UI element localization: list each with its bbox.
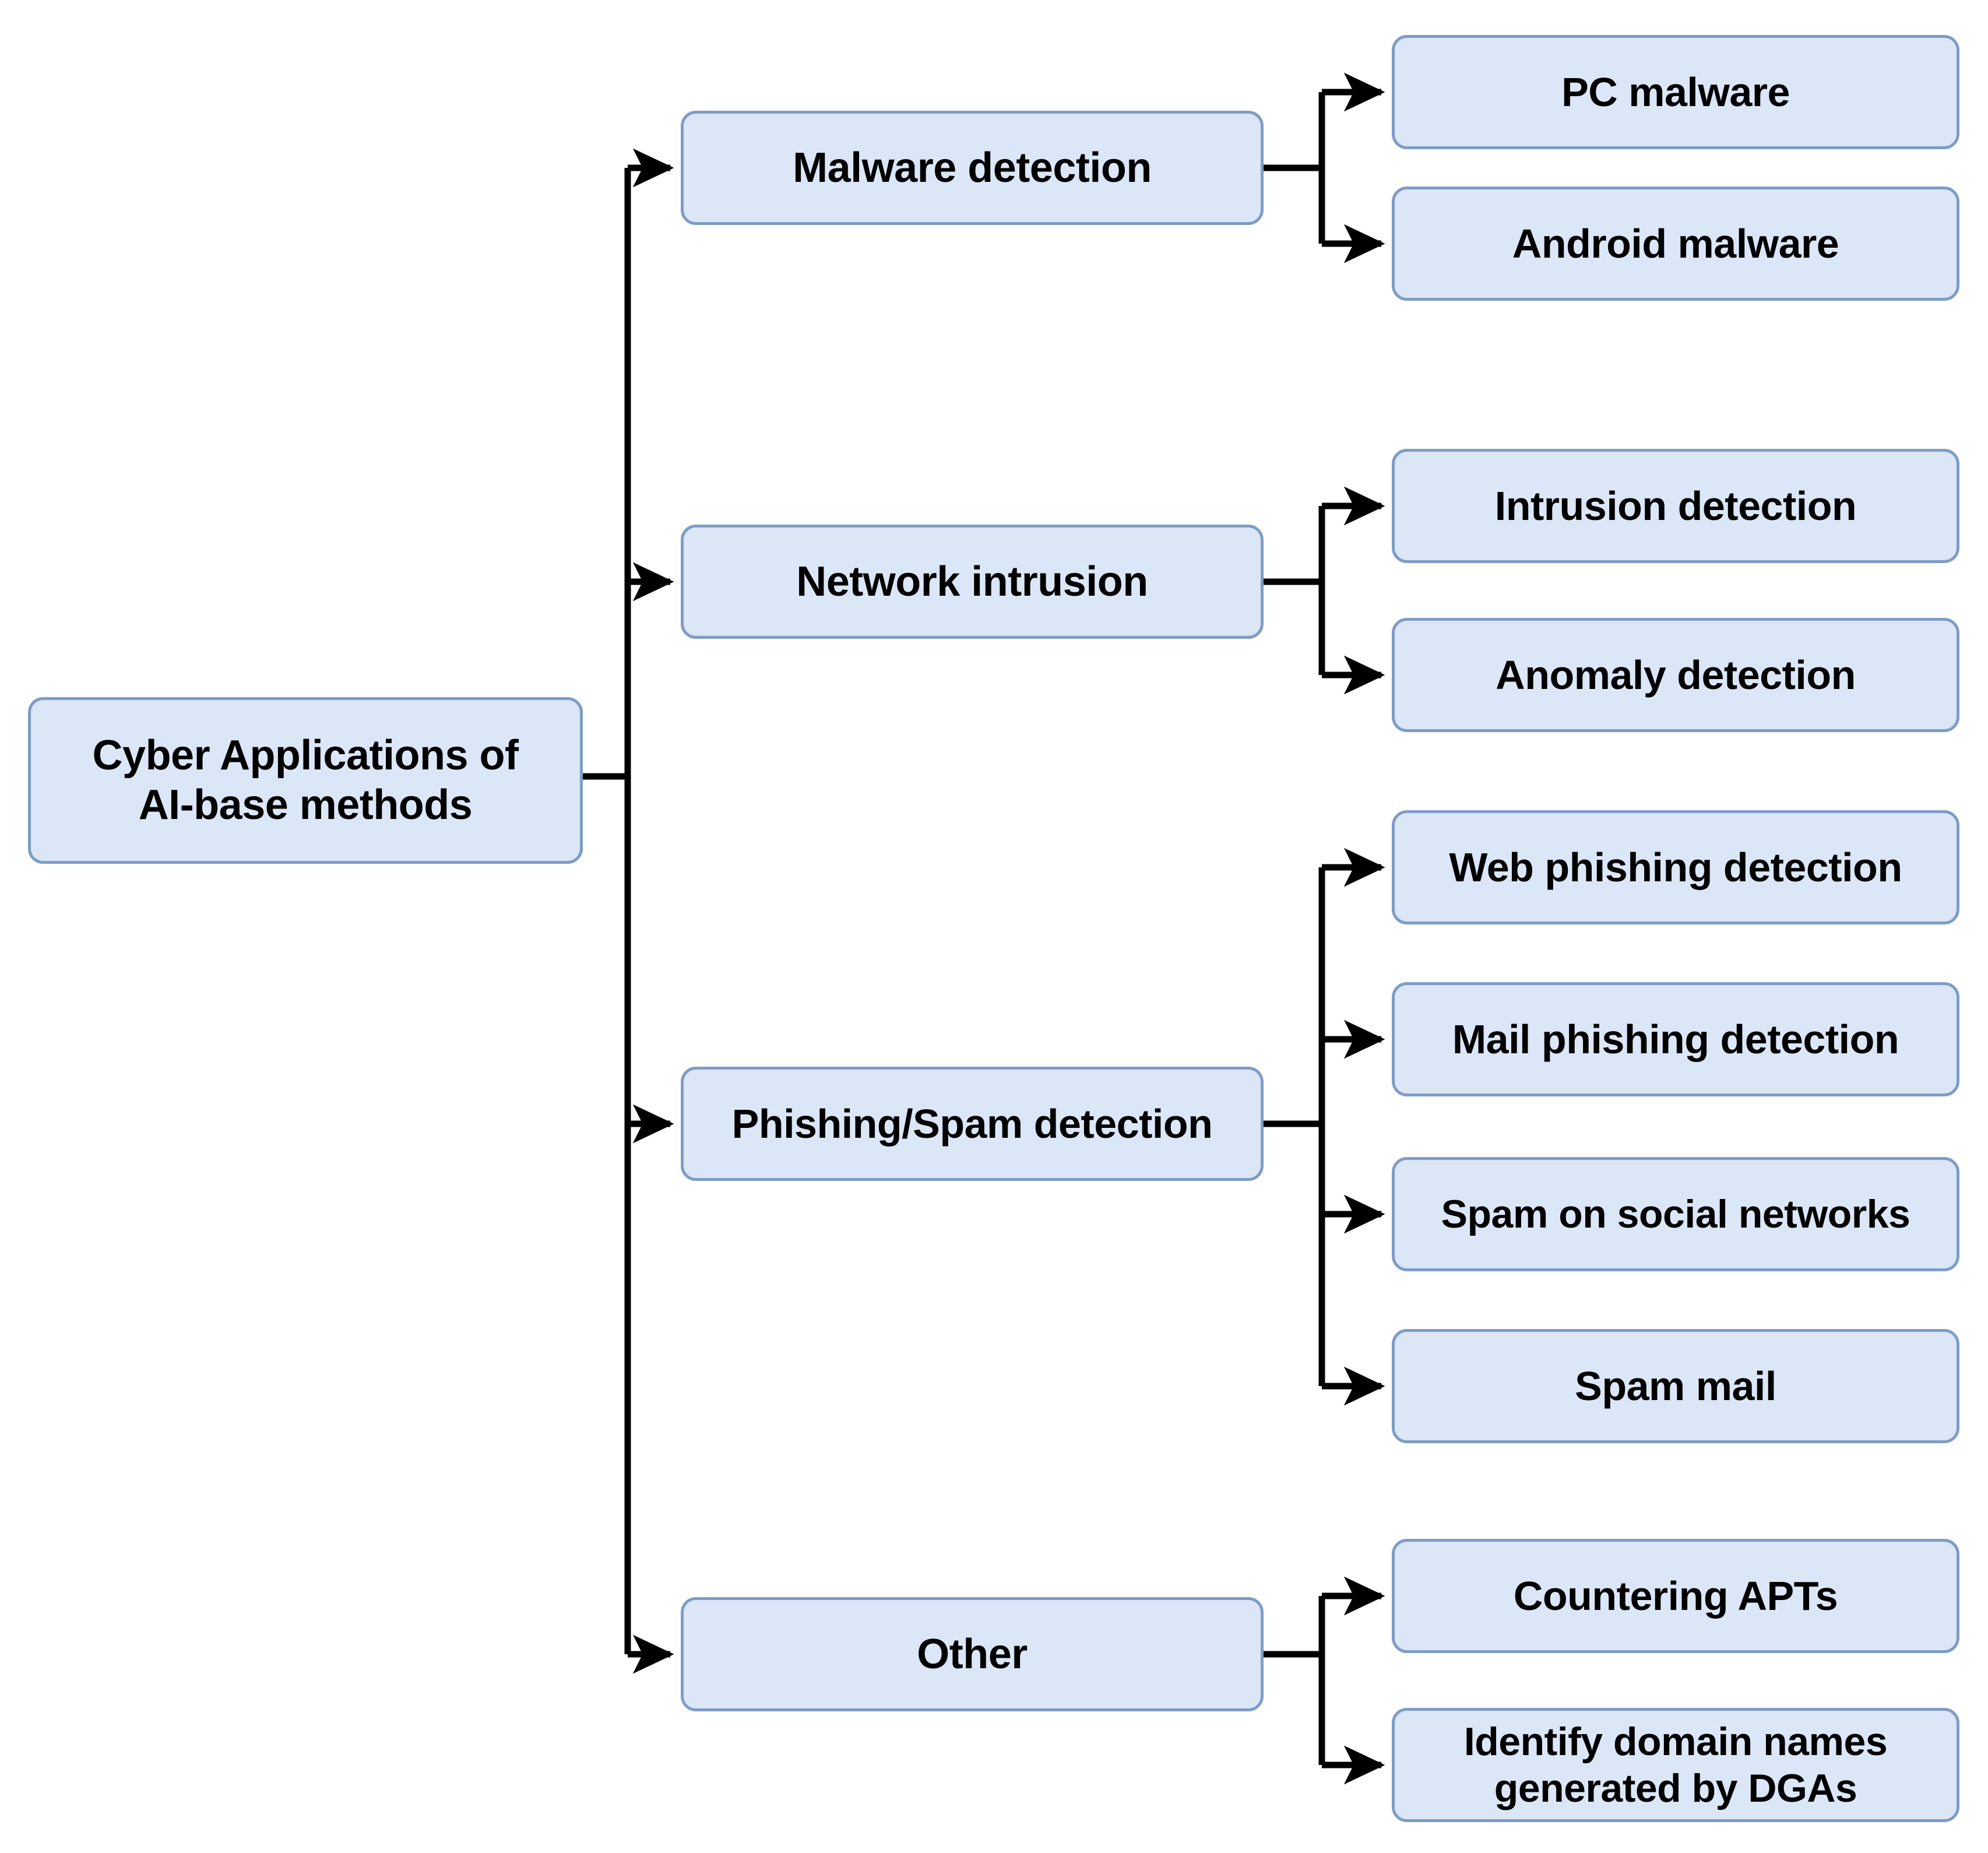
node-other-label: Other — [917, 1630, 1028, 1678]
node-identify-domain-names-dga-label: Identify domain names generated by DGAs — [1463, 1719, 1888, 1810]
node-spam-mail-label: Spam mail — [1575, 1363, 1776, 1409]
node-spam-on-social-networks-label: Spam on social networks — [1441, 1191, 1910, 1236]
node-spam-mail[interactable]: Spam mail — [1392, 1329, 1959, 1443]
connector-network-branch — [1264, 486, 1385, 695]
connector-malware-branch — [1264, 72, 1385, 263]
node-intrusion-detection-label: Intrusion detection — [1494, 483, 1857, 529]
node-spam-on-social-networks[interactable]: Spam on social networks — [1392, 1157, 1959, 1271]
node-other[interactable]: Other — [681, 1597, 1264, 1711]
connector-other-branch — [1264, 1576, 1385, 1785]
node-malware-detection-label: Malware detection — [793, 144, 1152, 191]
node-android-malware[interactable]: Android malware — [1392, 187, 1959, 301]
node-mail-phishing-detection[interactable]: Mail phishing detection — [1392, 982, 1959, 1096]
node-malware-detection[interactable]: Malware detection — [681, 111, 1264, 225]
connector-phishing-branch — [1264, 848, 1385, 1406]
node-web-phishing-detection-label: Web phishing detection — [1449, 844, 1902, 890]
node-phishing-spam-detection[interactable]: Phishing/Spam detection — [681, 1067, 1264, 1181]
node-countering-apts[interactable]: Countering APTs — [1392, 1539, 1959, 1653]
node-phishing-spam-detection-label: Phishing/Spam detection — [731, 1100, 1213, 1147]
node-countering-apts-label: Countering APTs — [1513, 1573, 1838, 1619]
node-network-intrusion[interactable]: Network intrusion — [681, 525, 1264, 639]
node-intrusion-detection[interactable]: Intrusion detection — [1392, 449, 1959, 563]
node-pc-malware-label: PC malware — [1561, 69, 1790, 115]
node-root[interactable]: Cyber Applications of AI-base methods — [28, 697, 583, 864]
node-mail-phishing-detection-label: Mail phishing detection — [1452, 1016, 1899, 1062]
node-identify-domain-names-dga[interactable]: Identify domain names generated by DGAs — [1392, 1708, 1959, 1822]
node-pc-malware[interactable]: PC malware — [1392, 35, 1959, 149]
node-network-intrusion-label: Network intrusion — [796, 558, 1148, 605]
node-anomaly-detection-label: Anomaly detection — [1496, 652, 1856, 698]
node-root-label: Cyber Applications of AI-base methods — [92, 732, 519, 828]
node-web-phishing-detection[interactable]: Web phishing detection — [1392, 810, 1959, 924]
node-android-malware-label: Android malware — [1512, 220, 1839, 266]
node-anomaly-detection[interactable]: Anomaly detection — [1392, 618, 1959, 732]
